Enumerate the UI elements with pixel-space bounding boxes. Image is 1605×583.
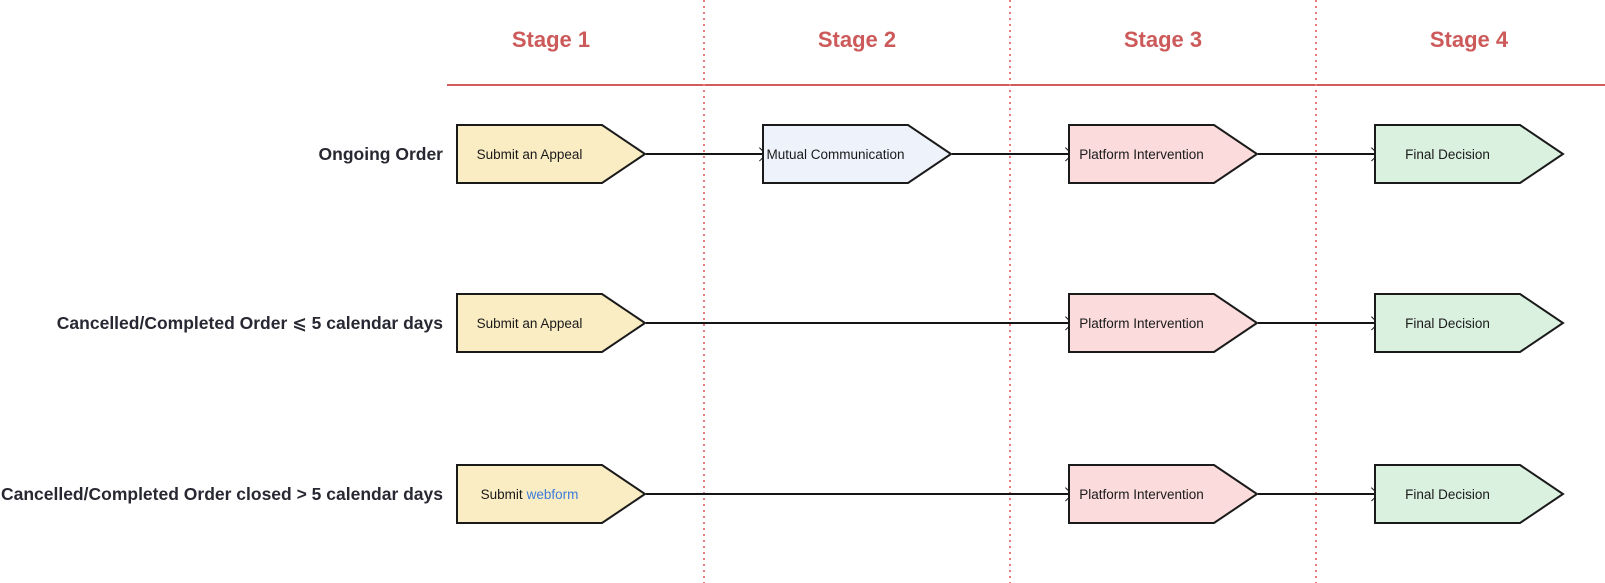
step-label: Platform Intervention <box>1079 146 1204 162</box>
stage-divider-2 <box>1009 0 1011 583</box>
stage-3-header: Stage 3 <box>1123 27 1203 52</box>
flow-arrow <box>646 153 762 155</box>
flow-arrow <box>646 493 1068 495</box>
step-platform-intervention-row1: Platform Intervention <box>1068 124 1258 184</box>
stage-1-header: Stage 1 <box>511 27 591 52</box>
pentagon-shape <box>456 124 646 184</box>
step-label: Submit an Appeal <box>476 146 583 162</box>
stage-2-header: Stage 2 <box>817 27 897 52</box>
step-label: Final Decision <box>1405 486 1490 502</box>
row-label-cancelled-over-5-days: Cancelled/Completed Order closed > 5 cal… <box>0 484 443 504</box>
stage-divider-1 <box>703 0 705 583</box>
stage-divider-3 <box>1315 0 1317 583</box>
stage-header-underline <box>447 84 1605 86</box>
step-label: Final Decision <box>1405 315 1490 331</box>
step-final-decision-row3: Final Decision <box>1374 464 1564 524</box>
pentagon-shape <box>456 293 646 353</box>
step-submit-appeal-row2: Submit an Appeal <box>456 293 646 353</box>
step-mutual-communication-row1: Mutual Communication <box>762 124 952 184</box>
step-platform-intervention-row2: Platform Intervention <box>1068 293 1258 353</box>
pentagon-shape <box>456 464 646 524</box>
step-submit-appeal-row1: Submit an Appeal <box>456 124 646 184</box>
pentagon-shape <box>1068 293 1258 353</box>
flow-arrow <box>646 322 1068 324</box>
pentagon-shape <box>1374 464 1564 524</box>
step-final-decision-row1: Final Decision <box>1374 124 1564 184</box>
flow-arrow <box>1258 493 1374 495</box>
pentagon-shape <box>1374 293 1564 353</box>
pentagon-shape <box>1068 464 1258 524</box>
flow-arrow <box>1258 322 1374 324</box>
webform-link[interactable]: webform <box>526 486 579 502</box>
flow-arrow <box>952 153 1068 155</box>
pentagon-shape <box>762 124 952 184</box>
submit-text: Submit <box>480 486 523 502</box>
stage-4-header: Stage 4 <box>1429 27 1509 52</box>
row-label-cancelled-within-5-days: Cancelled/Completed Order ⩽ 5 calendar d… <box>56 313 443 333</box>
step-platform-intervention-row3: Platform Intervention <box>1068 464 1258 524</box>
pentagon-shape <box>1068 124 1258 184</box>
pentagon-shape <box>1374 124 1564 184</box>
step-label: Submit an Appeal <box>476 315 583 331</box>
step-label: Platform Intervention <box>1079 486 1204 502</box>
step-label: Platform Intervention <box>1079 315 1204 331</box>
step-final-decision-row2: Final Decision <box>1374 293 1564 353</box>
step-label: Mutual Communication <box>766 146 905 162</box>
row-label-ongoing-order: Ongoing Order <box>318 144 443 164</box>
flow-arrow <box>1258 153 1374 155</box>
step-label: Final Decision <box>1405 146 1490 162</box>
